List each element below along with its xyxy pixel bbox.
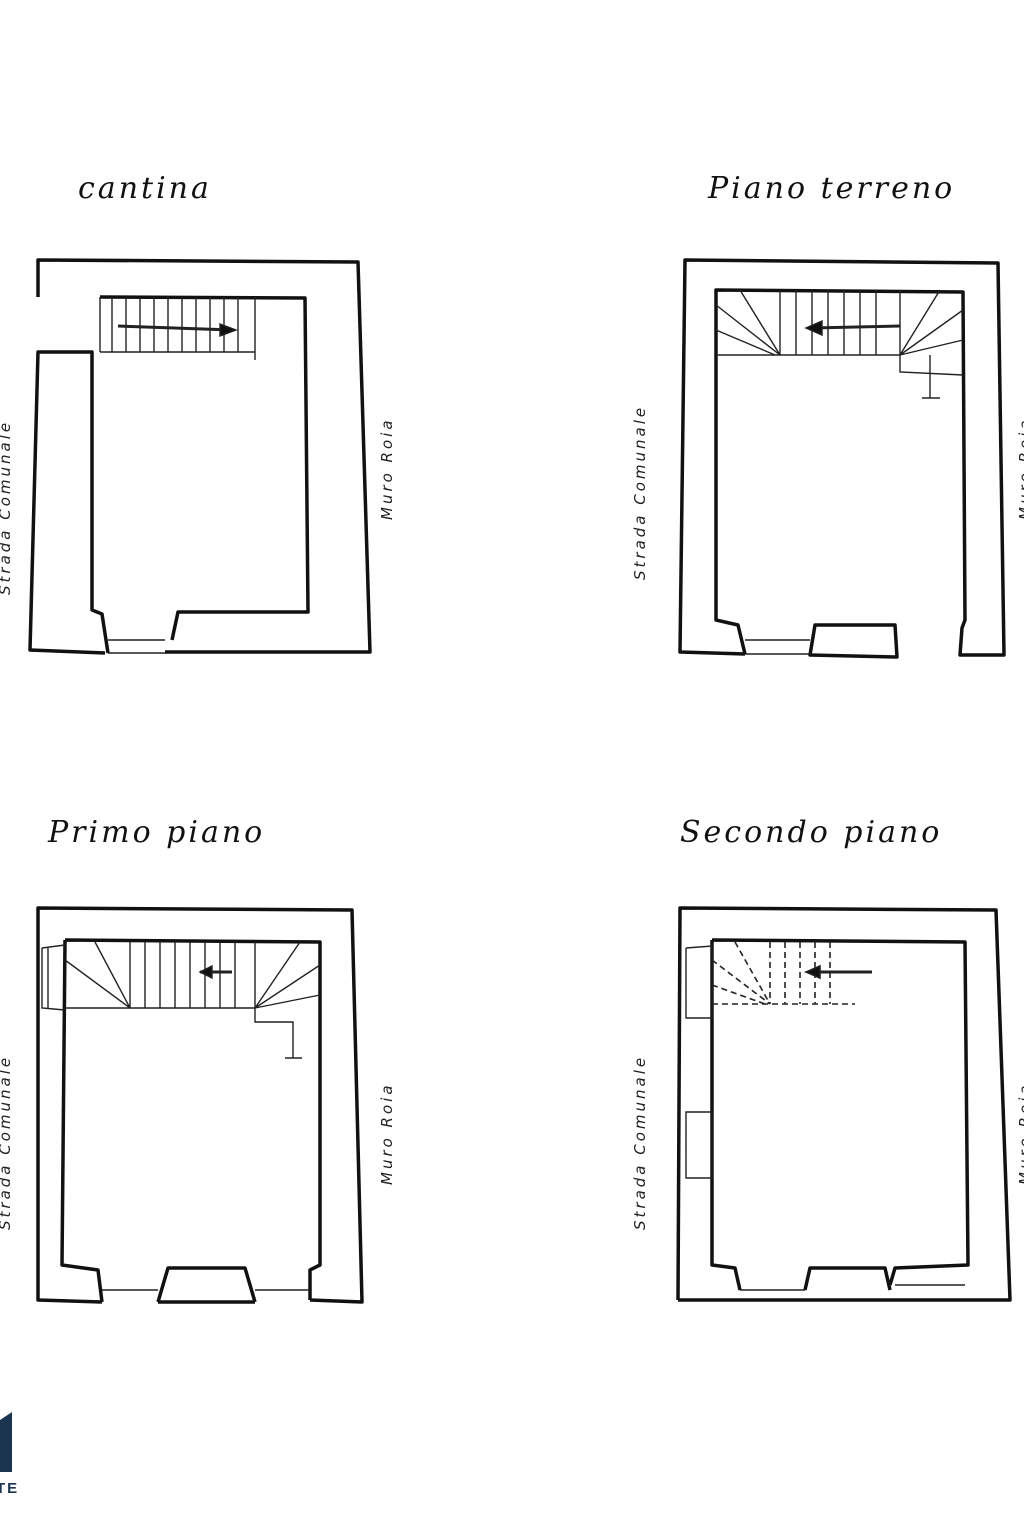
right-label: Muro Roia (378, 1082, 396, 1185)
outer-wall (678, 258, 1006, 659)
door-opening (745, 639, 810, 655)
staircase (64, 941, 321, 1059)
left-label: Strada Comunale (631, 1055, 649, 1230)
plan-cantina: cantina Strada Comunale Muro Roia (0, 171, 396, 655)
plan-title: Piano terreno (707, 171, 955, 206)
plan-title: Primo piano (47, 815, 265, 850)
door-opening (108, 639, 165, 654)
window (685, 945, 965, 1291)
agency-logo: TE (0, 1412, 19, 1497)
plan-secondo-piano: Secondo piano Strada Comunale Muro Roia (631, 815, 1024, 1302)
right-label: Muro Roia (1016, 1082, 1024, 1185)
plan-primo-piano: Primo piano Strada Comunale Muro Roia (0, 815, 396, 1304)
outer-wall (36, 906, 364, 1304)
plan-piano-terreno: Piano terreno Strada Comunale Muro Roia (631, 171, 1024, 659)
staircase (99, 297, 256, 360)
window (41, 944, 310, 1291)
left-label: Strada Comunale (0, 1055, 14, 1230)
outer-wall (28, 258, 372, 655)
left-label: Strada Comunale (0, 420, 14, 595)
logo-text: TE (0, 1480, 19, 1497)
outer-wall (676, 906, 1012, 1302)
staircase (711, 941, 872, 1005)
plan-title: Secondo piano (680, 815, 942, 850)
right-label: Muro Roia (1016, 417, 1024, 520)
right-label: Muro Roia (378, 417, 396, 520)
staircase (715, 289, 964, 399)
left-label: Strada Comunale (631, 405, 649, 580)
plan-title: cantina (78, 171, 212, 206)
